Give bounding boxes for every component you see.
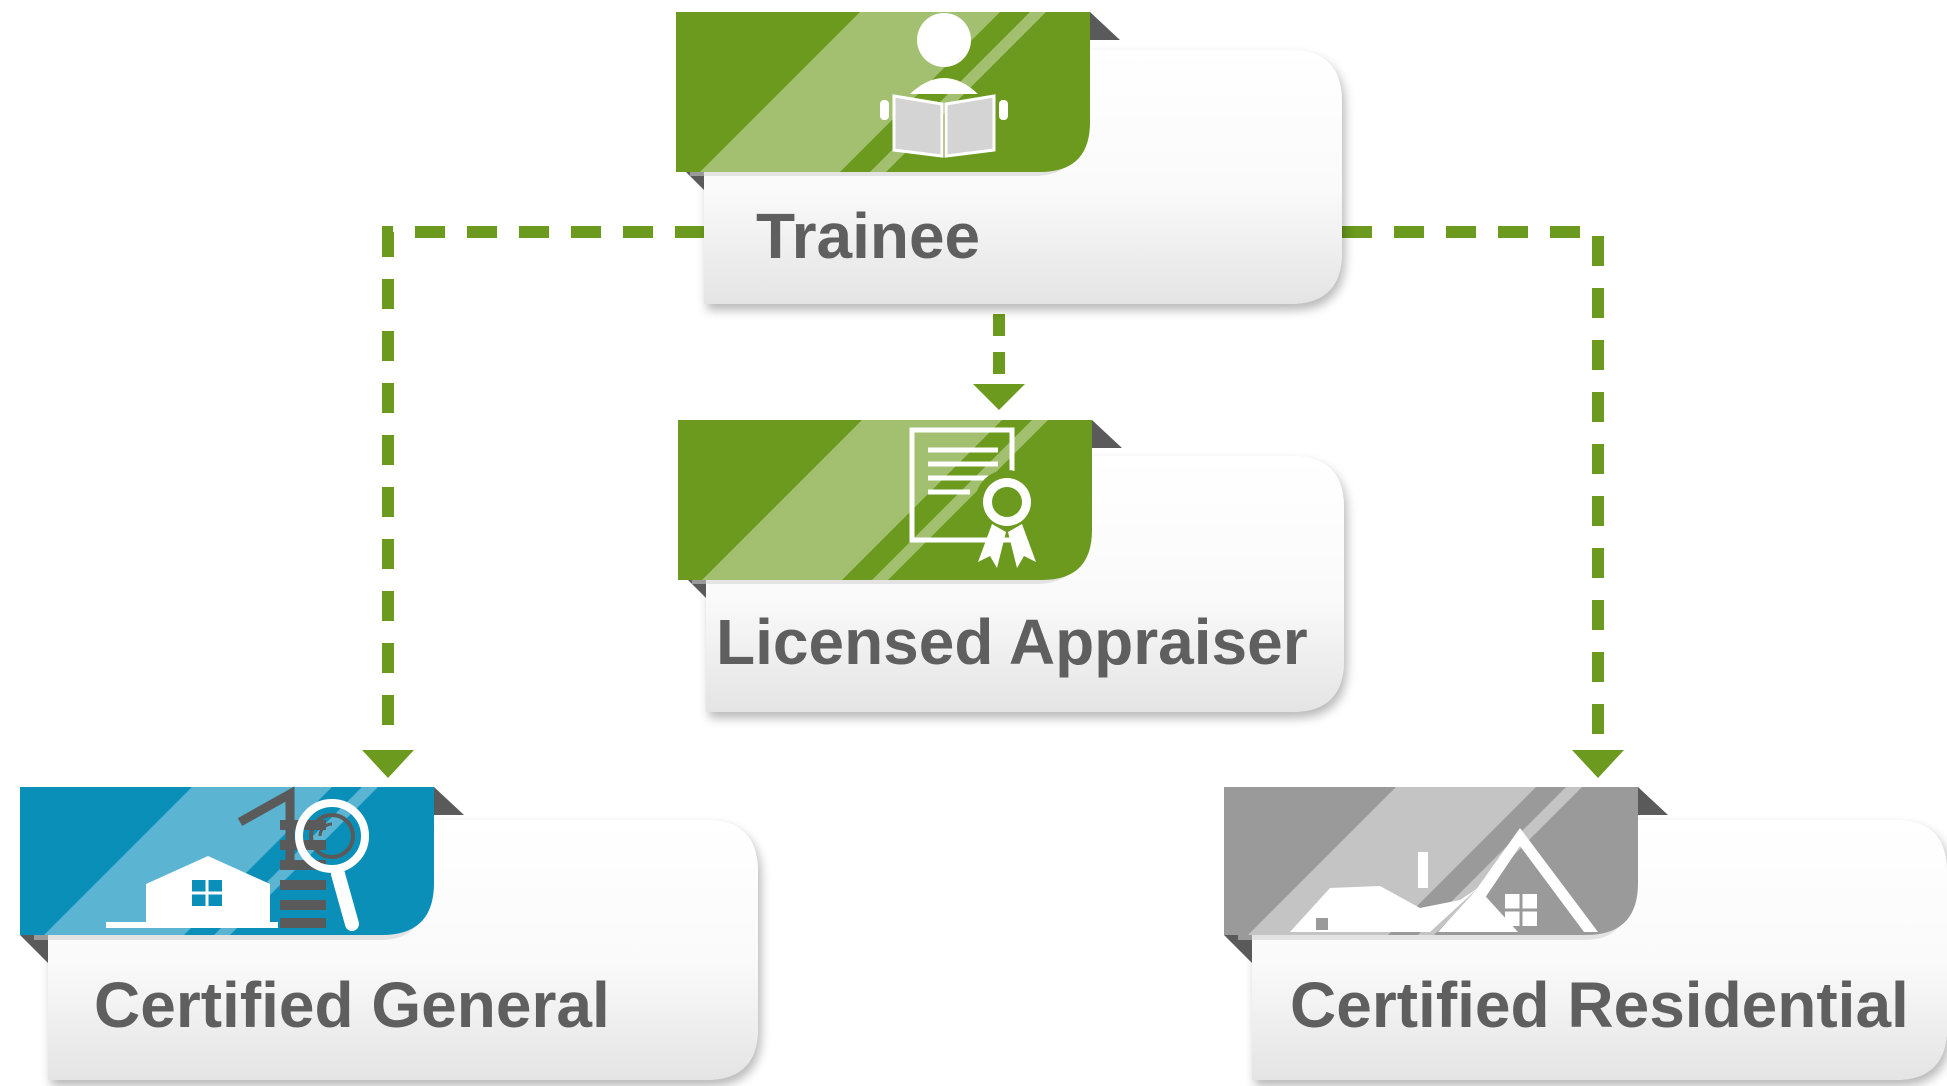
- ribbon-fold: [20, 935, 48, 963]
- ribbon-fold: [1090, 12, 1120, 40]
- node-label-licensed-appraiser: Licensed Appraiser: [716, 606, 1308, 678]
- edge-trainee-to-licensed: [973, 314, 1025, 410]
- node-certified-general: Certified General: [20, 786, 758, 1080]
- arrowhead-icon: [973, 384, 1025, 410]
- arrowhead-icon: [362, 750, 414, 778]
- ribbon-fold: [1224, 935, 1252, 963]
- ribbon-fold: [1638, 787, 1668, 815]
- ribbon-fold: [1092, 420, 1122, 448]
- node-label-trainee: Trainee: [756, 200, 980, 272]
- reading-person-icon: [880, 13, 1008, 158]
- building-search-icon: [106, 786, 369, 931]
- node-certified-residential: Certified Residential: [1224, 787, 1947, 1080]
- node-licensed-appraiser: Licensed Appraiser: [678, 420, 1344, 712]
- node-label-certified-general: Certified General: [94, 969, 610, 1041]
- edge-trainee-to-general: [362, 226, 705, 778]
- connectors: [362, 226, 1624, 778]
- node-label-certified-residential: Certified Residential: [1290, 969, 1909, 1041]
- node-trainee: Trainee: [676, 12, 1342, 304]
- arrowhead-icon: [1572, 750, 1624, 778]
- edge-trainee-to-residential: [1342, 226, 1624, 778]
- ribbon: [676, 12, 1090, 172]
- house-roof-icon: [1290, 828, 1598, 932]
- certificate-icon: [909, 427, 1039, 568]
- ribbon-fold: [434, 787, 464, 815]
